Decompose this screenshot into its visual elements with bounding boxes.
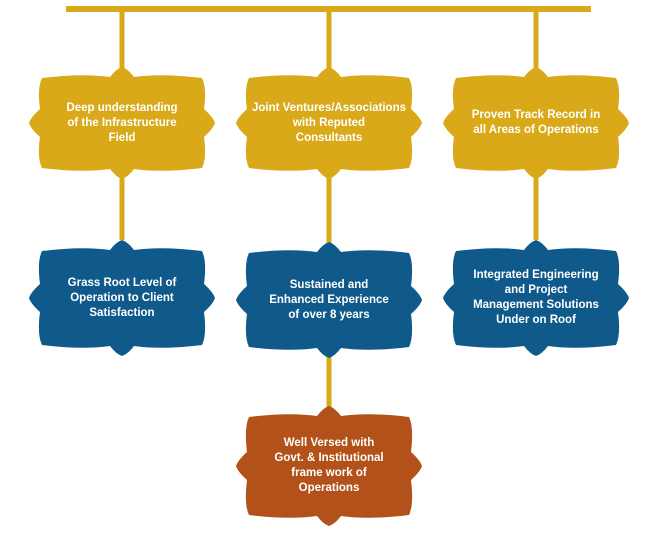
node-label-sustained-experience: Sustained and Enhanced Experience of ove… (269, 278, 389, 321)
node-label-well-versed: Well Versed with Govt. & Institutional f… (274, 437, 384, 494)
node-label-proven-track-record: Proven Track Record in all Areas of Oper… (471, 109, 601, 136)
node-shape-proven-track-record (443, 67, 629, 179)
node-shape-grass-root (29, 240, 215, 356)
node-shape-well-versed (236, 406, 422, 526)
node-shape-joint-ventures (236, 67, 422, 179)
node-label-integrated-engineering: Integrated Engineering and Project Manag… (473, 269, 599, 326)
node-shape-integrated-engineering (443, 240, 629, 356)
node-label-grass-root: Grass Root Level of Operation to Client … (67, 276, 177, 319)
node-label-deep-understanding: Deep understanding of the Infrastructure… (66, 101, 178, 144)
node-shape-sustained-experience (236, 242, 422, 358)
node-shapes (29, 67, 629, 526)
node-label-joint-ventures: Joint Ventures/Associations with Reputed… (251, 101, 406, 144)
node-shape-deep-understanding (29, 67, 215, 179)
